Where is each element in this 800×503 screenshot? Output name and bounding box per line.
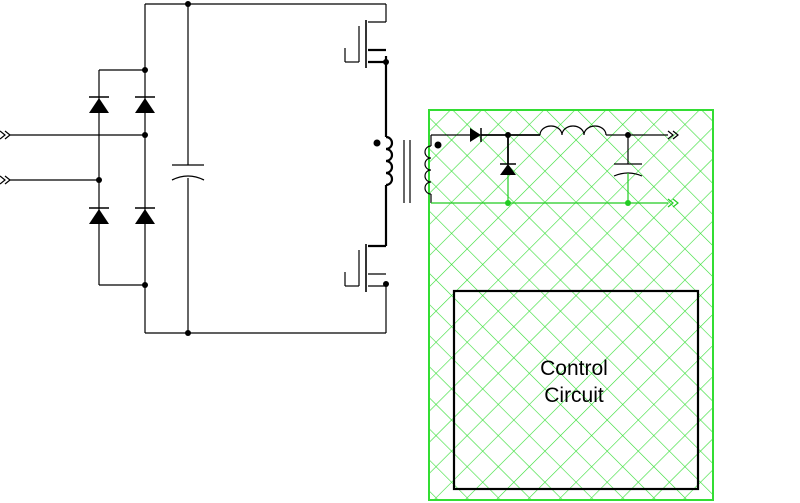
bridge-diode-3-icon (89, 207, 109, 224)
bulk-capacitor-icon (171, 164, 205, 181)
bridge-diode-4-icon (135, 207, 155, 224)
lower-mosfet-icon (344, 244, 387, 333)
primary-path (384, 62, 394, 246)
control-circuit-block: Control Circuit (452, 289, 700, 491)
bridge-diode-2-icon (135, 96, 155, 113)
input-terminals (0, 130, 145, 185)
junction-dots (96, 1, 631, 336)
bridge-diode-1-icon (89, 96, 109, 113)
transformer-core-icon (403, 140, 411, 203)
secondary-highlight-region (428, 109, 714, 501)
secondary-winding-icon (424, 135, 432, 203)
primary-polarity-dot (373, 139, 381, 147)
upper-mosfet-icon (344, 4, 388, 68)
bridge-rectifier (98, 69, 146, 286)
output-diode-icon (470, 128, 482, 142)
control-circuit-label-line1: Control (540, 357, 608, 380)
output-inductor-icon (539, 125, 607, 136)
freewheel-diode (500, 135, 516, 203)
green-junction-dots (505, 200, 631, 206)
output-capacitor-icon (613, 135, 643, 203)
dc-bus (144, 3, 386, 334)
secondary-polarity-dot (434, 141, 442, 149)
control-circuit-label-line2: Circuit (544, 384, 604, 407)
